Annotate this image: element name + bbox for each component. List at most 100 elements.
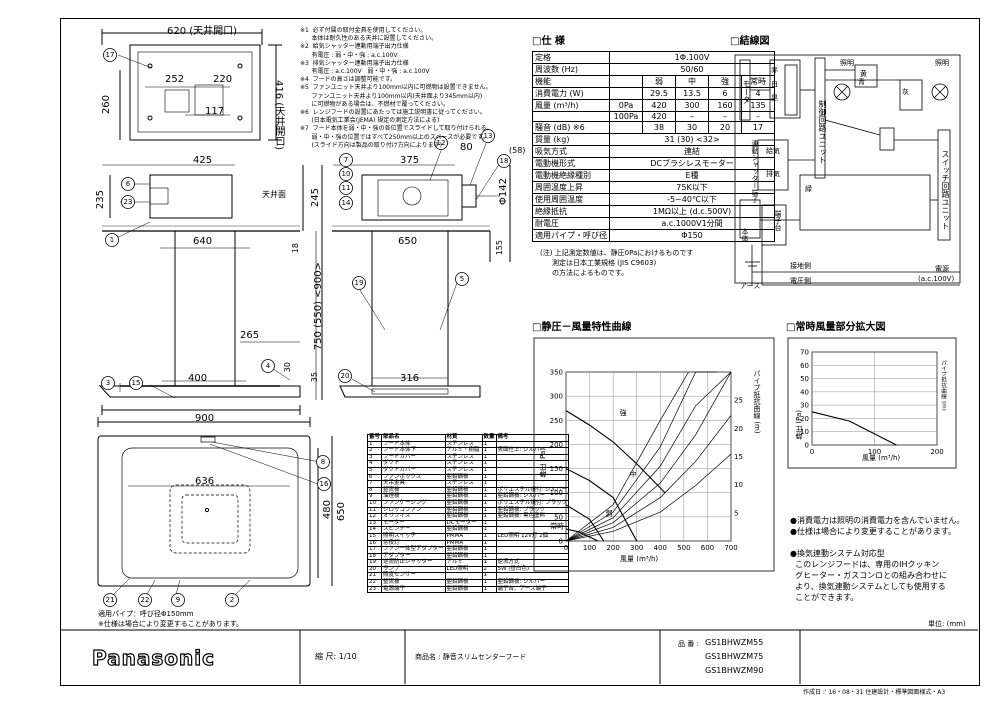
spec-value: Φ150 bbox=[609, 229, 775, 243]
note-line: ※1 必ず付属の取付金具を使用してください。 bbox=[300, 27, 427, 34]
series-line bbox=[811, 411, 897, 446]
x-tick-label: 100 bbox=[868, 448, 881, 456]
callout-circle bbox=[339, 153, 353, 167]
callout-circle bbox=[352, 276, 366, 290]
callout-number: 21 bbox=[105, 595, 115, 604]
callout-circle bbox=[339, 167, 353, 181]
right-note-line: グヒーター・ガスコンロとの組み合わせに bbox=[790, 571, 948, 580]
right-note-line: ことができます。 bbox=[790, 593, 859, 602]
series-line bbox=[565, 504, 605, 542]
x-tick-label: 100 bbox=[583, 544, 596, 552]
chart-main-xlabel: 風量 (m³/h) bbox=[620, 555, 659, 563]
dim-900: 900 bbox=[195, 413, 215, 424]
wiring-earth: アース bbox=[740, 282, 761, 290]
wiring-shutter-terminal: 連動シャッター端子 bbox=[751, 140, 759, 203]
wiring-heading: □結線図 bbox=[730, 36, 770, 47]
y-tick-label: 70 bbox=[800, 349, 809, 357]
callout-circle bbox=[225, 593, 239, 607]
spec-note-2: 測定は日本工業規格 (JIS C9603) bbox=[552, 259, 657, 267]
pipe-resistance-curve bbox=[565, 453, 732, 542]
callout-circle bbox=[121, 177, 135, 191]
y-tick-label: 0 bbox=[805, 442, 809, 450]
panasonic-logo: Panasonic bbox=[91, 645, 215, 670]
note-line: 弱・中・強の位置ではすべて250mm以上のスペースが必要です。 bbox=[300, 133, 489, 141]
callout-circle bbox=[121, 195, 135, 209]
right-notes: ●消費電力は照明の消費電力を含んでいません。●仕様は場合により変更することがあり… bbox=[790, 515, 964, 603]
note-line: 本体は耐久性のある天井に設置してください。 bbox=[300, 35, 438, 43]
callout-number: 4 bbox=[265, 361, 271, 370]
callout-number: 15 bbox=[131, 378, 141, 387]
parts-cell: 1 bbox=[481, 585, 497, 594]
model-label: 品 番 : bbox=[678, 640, 699, 648]
wire-color-yellow: 黄 bbox=[860, 70, 867, 78]
wire-exhaust: 排気 bbox=[766, 170, 780, 178]
wiring-terminal-block: 端子台 bbox=[774, 210, 782, 231]
dim-636: 636 bbox=[195, 476, 215, 487]
series-label: 弱 bbox=[606, 509, 613, 517]
series-line bbox=[565, 410, 666, 494]
footer-info: 作成日 :' 16・08・31 住建設計・標準図面様式・A3 bbox=[803, 689, 946, 696]
wiring-power: 電源 bbox=[935, 265, 949, 273]
wire-color-green: 緑 bbox=[805, 185, 812, 193]
callout-circle bbox=[339, 196, 353, 210]
y2-tick-label: 10 bbox=[734, 481, 743, 489]
spec-row: 周波数 (Hz)50/60 bbox=[532, 63, 775, 76]
x-tick-label: 200 bbox=[606, 544, 619, 552]
spec-row: 質量 (kg)31 (30) <32> bbox=[532, 133, 775, 147]
pipe-note: 適用パイプ：呼び径Φ150mm bbox=[98, 610, 194, 618]
callout-number: 11 bbox=[341, 183, 351, 192]
hood-bottom-plan bbox=[97, 435, 311, 587]
callout-circle bbox=[103, 593, 117, 607]
callout-number: 19 bbox=[354, 278, 364, 287]
chart-main-heading: □静圧－風量特性曲線 bbox=[532, 322, 632, 333]
hood-right bbox=[339, 385, 481, 398]
y-tick-label: 40 bbox=[800, 388, 809, 396]
dim-220: 220 bbox=[213, 74, 233, 85]
model-1: GS1BHWZM55 bbox=[705, 638, 764, 647]
callout-number: 5 bbox=[459, 274, 465, 283]
model-2: GS1BHWZM75 bbox=[705, 652, 764, 661]
x-tick-label: 400 bbox=[654, 544, 667, 552]
dim-opening-depth: 416 (天井開口) bbox=[273, 80, 284, 151]
note-line: 有電圧 : a.c.100V 弱・中・強 : a.c.100V bbox=[300, 68, 430, 76]
y-tick-label: 50 bbox=[800, 375, 809, 383]
chart-zoom-xlabel: 風量 (m³/h) bbox=[862, 454, 901, 462]
wire-color-gray: 灰 bbox=[902, 88, 909, 96]
right-note-line: このレンジフードは、専用のIHクッキン bbox=[790, 560, 940, 569]
wiring-earth-side: 接地側 bbox=[790, 262, 811, 270]
parts-cell: 端子台、アース端子 bbox=[495, 585, 570, 594]
dim-265: 265 bbox=[240, 330, 260, 341]
callout-number: 14 bbox=[341, 198, 351, 207]
x-tick-label: 500 bbox=[677, 544, 690, 552]
chart-zoom-heading: □常時風量部分拡大図 bbox=[786, 322, 886, 333]
callout-number: 1 bbox=[109, 235, 115, 244]
spec-note-1: (注) 上記測定数値は、静圧0Paにおけるものです bbox=[540, 249, 694, 257]
wire-color-white: 白 bbox=[771, 80, 778, 88]
callout-circle bbox=[338, 369, 352, 383]
dim-252: 252 bbox=[165, 74, 185, 85]
callout-number: 12 bbox=[436, 138, 446, 147]
series-label: 中 bbox=[630, 470, 637, 479]
callout-circle bbox=[103, 48, 117, 62]
y-tick-label: 10 bbox=[800, 428, 809, 436]
note-line: (日本電気工業会(JEMA) 規定の測定方法による) bbox=[300, 117, 440, 125]
y2-tick-label: 20 bbox=[734, 425, 743, 433]
callout-number: 22 bbox=[140, 595, 150, 604]
dim-316: 316 bbox=[400, 373, 420, 384]
wiring-switch-unit: スイッチ回路ユニット bbox=[941, 150, 950, 230]
pipe-resistance-curve bbox=[565, 371, 732, 542]
callout-circle bbox=[138, 593, 152, 607]
callout-number: 6 bbox=[125, 179, 131, 188]
callout-number: 8 bbox=[320, 457, 326, 466]
callout-number: 18 bbox=[499, 156, 509, 165]
callout-number: 23 bbox=[123, 197, 133, 206]
callout-circle bbox=[455, 272, 469, 286]
